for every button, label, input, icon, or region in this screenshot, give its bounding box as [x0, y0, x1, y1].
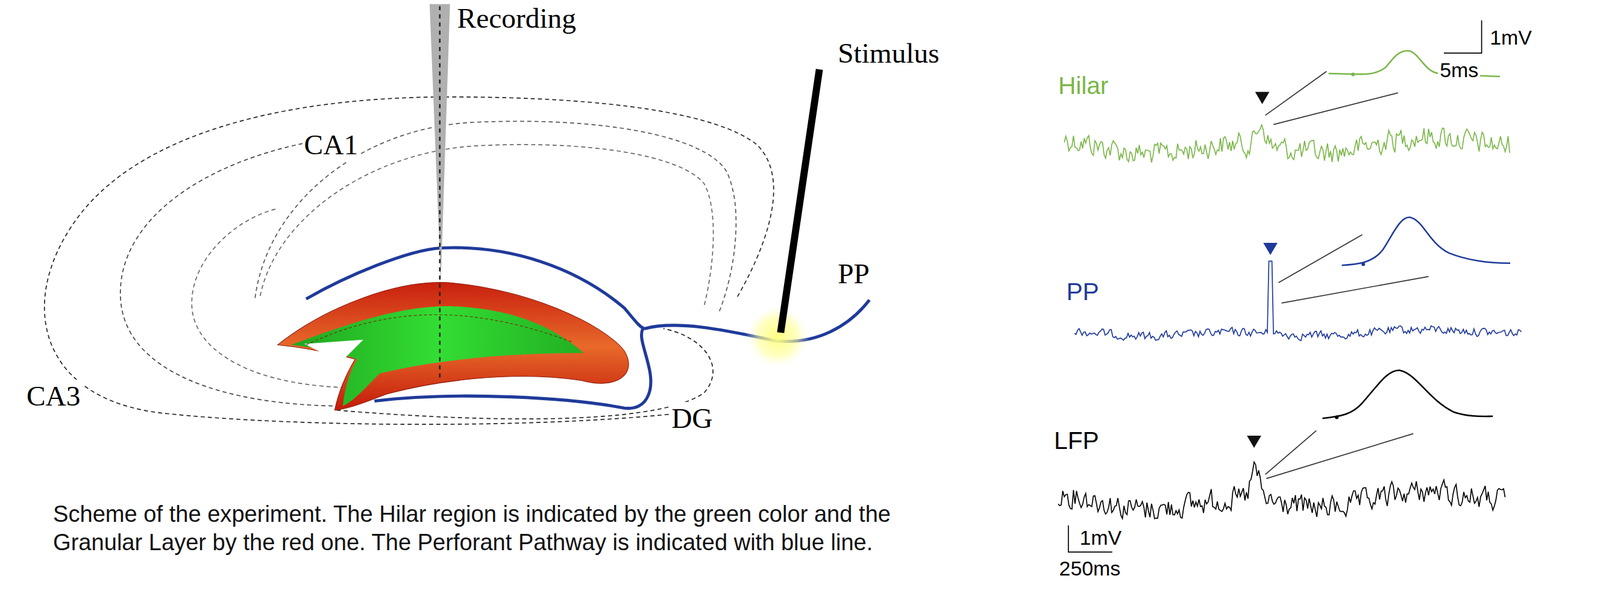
- figure-caption: Scheme of the experiment. The Hilar regi…: [53, 500, 957, 558]
- hippocampus-outline: [44, 97, 774, 425]
- trace-label: Hilar: [1056, 71, 1111, 101]
- signal-trace: [1074, 260, 1522, 341]
- signal-trace: [1064, 124, 1510, 163]
- trace-label: LFP: [1052, 426, 1101, 455]
- signal-trace: [1058, 462, 1506, 519]
- insets: [1265, 50, 1511, 479]
- scale-label: 5ms: [1437, 58, 1481, 82]
- pathway-label: PP: [835, 257, 872, 291]
- electrode-label: Stimulus: [835, 36, 942, 70]
- region-label: CA1: [302, 128, 361, 162]
- scale-label: 250ms: [1057, 556, 1123, 581]
- region-label: DG: [669, 401, 715, 436]
- traces: [1058, 124, 1522, 519]
- recording-electrode: [429, 4, 451, 378]
- scale-label: 1mV: [1487, 25, 1534, 50]
- region-label: CA3: [24, 379, 83, 413]
- trace-label: PP: [1064, 277, 1101, 307]
- stimulus-electrode: [744, 69, 820, 370]
- scale-label: 1mV: [1077, 526, 1124, 550]
- dentate-gyrus: [277, 282, 630, 411]
- scale-bars: [1068, 20, 1482, 553]
- electrode-label: Recording: [455, 1, 578, 35]
- stimulus-markers: [1246, 91, 1278, 448]
